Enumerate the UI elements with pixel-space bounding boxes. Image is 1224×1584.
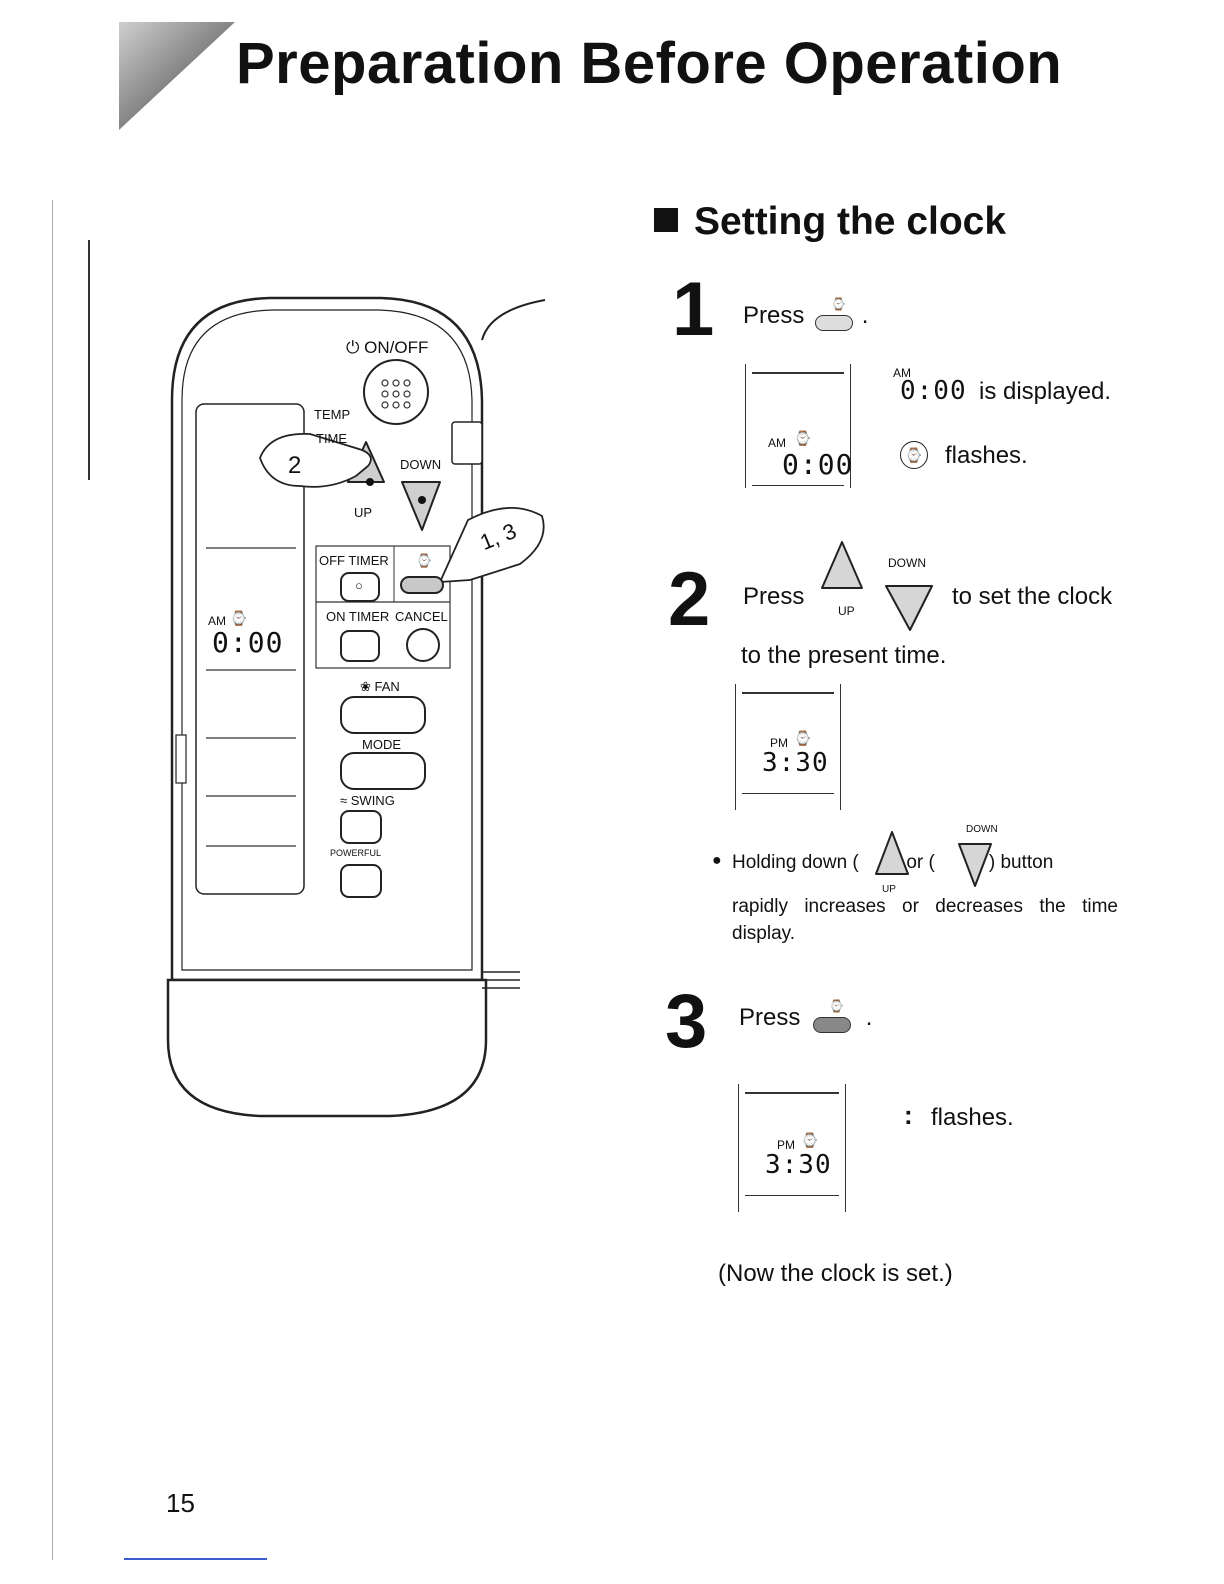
step-2-up-down-buttons-icon [821,541,933,631]
swing-button[interactable] [340,810,382,844]
section-title: Setting the clock [654,200,1006,244]
temp-label: TEMP [314,407,351,422]
bullet-down-button-icon [958,843,992,887]
down-label: DOWN [400,457,442,472]
step-2-bullet-icon: ● [712,852,722,869]
header-triangle-icon [119,22,235,130]
remote-illustration: ⏻ ON/OFF TEMP TIME DOWN UP 2 1, 3 OFF TI… [150,280,550,1120]
on-timer-label: ON TIMER [326,609,390,624]
fan-button[interactable] [340,696,426,734]
remote-display-am: AM [208,614,226,628]
off-timer-circle-icon: ○ [355,578,363,593]
step-1-note-am: AM [893,366,911,380]
bullet-up-label: UP [882,884,896,895]
remote-body [166,296,546,1118]
clock-icon: ⌚ [416,553,433,568]
step-1-clock-icon: ⌚ [900,441,928,469]
step-3-display-pm: PM [777,1138,795,1152]
step-2-number: 2 [668,557,711,642]
step-2-press-text: Press [743,583,805,610]
off-timer-button[interactable]: ○ [340,572,380,602]
step-1-display-am: AM [768,436,786,450]
callout-step-2: 2 [288,452,302,479]
margin-tick [88,240,90,480]
step-1-press-text: Press [743,302,805,329]
bullet-down-label: DOWN [966,824,998,835]
clock-button[interactable] [400,576,444,594]
powerful-button[interactable] [340,864,382,898]
page-title: Preparation Before Operation [236,31,1063,96]
step-3-number: 3 [665,979,708,1064]
remote-display-time: 0:00 [212,626,284,659]
on-off-label: ⏻ ON/OFF [346,338,429,357]
step-2-bullet-line1: Holding down () or () button [732,852,1053,874]
step-2-text-line2: to the present time. [741,642,947,669]
step-3-press-text: Press [739,1004,801,1031]
mode-button[interactable] [340,752,426,790]
step-2-up-label: UP [838,604,855,618]
remote-display-clock-icon: ⌚ [230,610,248,626]
step-1-note-time: 0:00 [900,376,967,406]
step-1-display-time: 0:00 [782,448,854,481]
step-2-bullet-c: ) button [988,852,1054,873]
step-3-colon: : [904,1100,913,1130]
step-2-display: PM ⌚ 3:30 [735,684,841,810]
step-1-number: 1 [672,267,715,352]
step-3-clock-button-icon: ⌚ [807,999,859,1033]
step-2-text-after: to set the clock [952,583,1113,610]
on-timer-button[interactable] [340,630,380,662]
bullet-up-button-icon [875,831,909,875]
up-label: UP [354,505,373,520]
section-title-text: Setting the clock [694,200,1007,243]
time-label: TIME [316,431,348,446]
step-1-note-flashes: flashes. [945,442,1028,469]
step-3-display: PM ⌚ 3:30 [738,1084,846,1212]
step-1-note-displayed: is displayed. [979,378,1112,405]
cancel-button[interactable] [406,628,440,662]
mode-label: MODE [362,737,401,752]
page-number: 15 [166,1488,195,1518]
step-1-instruction: Press ⌚ . [743,296,869,331]
margin-rule [52,200,53,1560]
step-2-display-pm: PM [770,736,788,750]
footer-rule [124,1558,267,1560]
step-2-down-label: DOWN [888,556,926,570]
cancel-label: CANCEL [395,609,448,624]
step-1-clock-button-icon: ⌚ [811,297,855,331]
fan-label: ❀ FAN [360,679,400,694]
step-1-display: AM ⌚ 0:00 [745,364,854,488]
step-3-display-time: 3:30 [765,1150,832,1180]
step-1-display-clock-icon: ⌚ [794,430,812,446]
step-2-display-clock-icon: ⌚ [794,730,812,746]
step-3-instruction: Press ⌚ . [739,998,873,1033]
step-2-bullet-line2: rapidly increases or decreases the time … [732,896,1118,944]
swing-label: ≈ SWING [340,793,395,808]
off-timer-label: OFF TIMER [319,553,389,568]
step-2-bullet-a: Holding down ( [732,852,859,873]
step-3-display-clock-icon: ⌚ [801,1132,819,1148]
clock-set-note: (Now the clock is set.) [718,1260,953,1287]
step-3-note: flashes. [931,1104,1014,1131]
powerful-label: POWERFUL [330,848,382,858]
step-2-display-time: 3:30 [762,748,829,778]
section-bullet-icon [654,208,678,232]
